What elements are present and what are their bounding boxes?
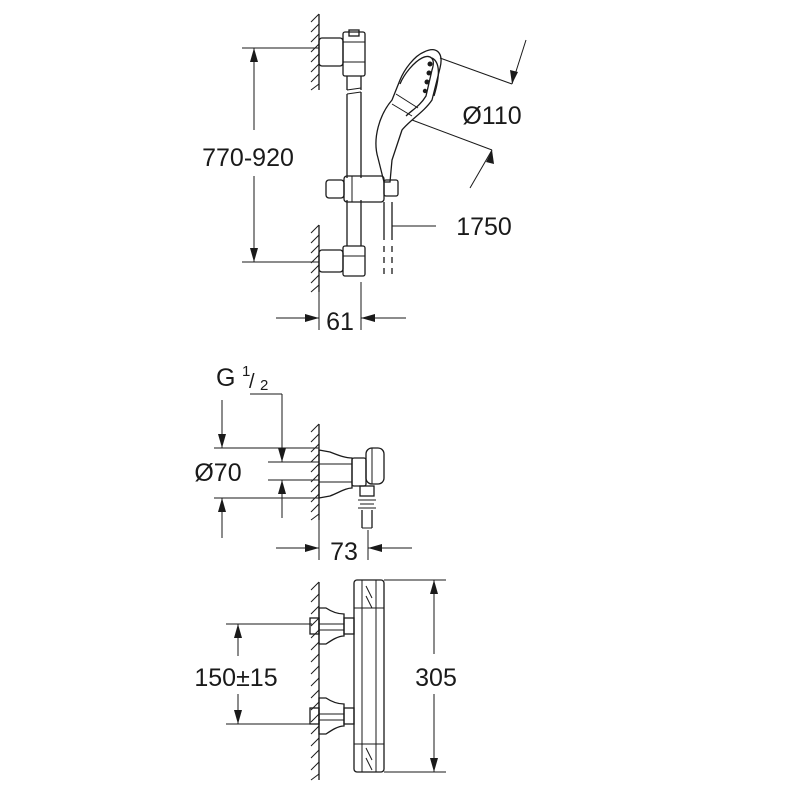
- dim-head-diameter: [411, 39, 527, 189]
- label-thread-slash: /: [249, 371, 255, 393]
- dim-rail-offset: [276, 282, 406, 330]
- dim-inlet-spacing: [226, 623, 312, 725]
- wall-top: [310, 13, 320, 91]
- shower-rail-view: 770-920 Ø110 1750 61: [202, 13, 527, 336]
- shower-hose: [383, 202, 393, 276]
- label-thread-letter: G: [216, 364, 235, 392]
- rail-bottom-bracket: [318, 245, 366, 277]
- label-inlet-spacing: 150±15: [194, 664, 277, 692]
- label-mixer-offset: 73: [330, 538, 358, 566]
- hand-shower: [375, 49, 442, 183]
- label-head-diameter: Ø110: [462, 102, 521, 130]
- inlet-connector-bottom: [309, 697, 355, 735]
- mixer-side-view: G 1 / 2 Ø70 73: [194, 363, 412, 566]
- dim-escutcheon: [214, 400, 319, 538]
- label-hose-length: 1750: [456, 213, 512, 241]
- label-rail-offset: 61: [326, 308, 354, 336]
- wall-lower: [310, 581, 320, 781]
- label-mixer-height: 305: [415, 664, 457, 692]
- label-thread-num: 1: [242, 363, 250, 380]
- dim-thread: [250, 393, 319, 518]
- rail-top-bracket: [318, 29, 366, 77]
- label-thread-den: 2: [260, 377, 268, 394]
- dim-mixer-offset: [276, 520, 412, 560]
- label-escutcheon: Ø70: [194, 459, 241, 487]
- rail-slider: [325, 175, 399, 203]
- dim-mixer-height: [384, 579, 446, 773]
- wall-bottom: [310, 224, 320, 293]
- mixer-front-view: 150±15 305: [194, 579, 457, 781]
- dim-rail-height: [242, 47, 319, 263]
- inlet-connector-top: [309, 607, 355, 645]
- label-rail-height: 770-920: [202, 144, 294, 172]
- thermostat-body: [353, 579, 385, 773]
- wall-middle: [310, 423, 320, 521]
- rail-bar: [346, 76, 362, 246]
- hose-nut: [358, 495, 376, 529]
- mixer-side-body: [318, 447, 385, 499]
